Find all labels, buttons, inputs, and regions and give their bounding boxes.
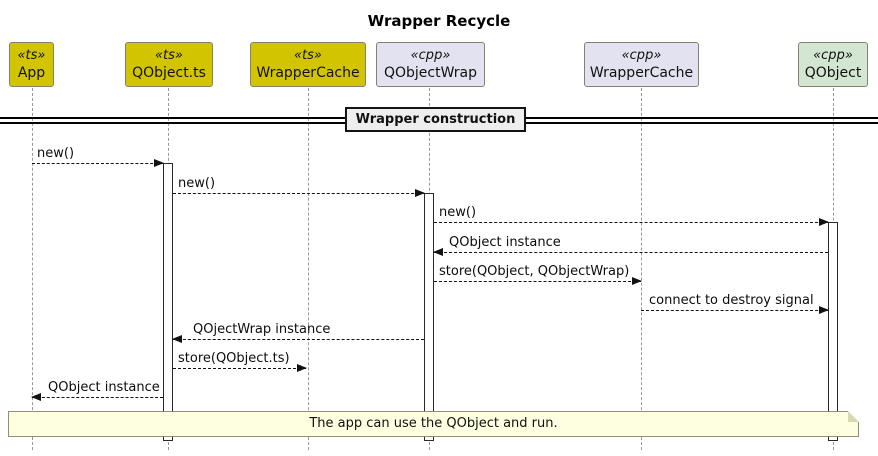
arrowhead-left-icon: [172, 335, 182, 343]
stereotype-label: «cpp»: [621, 47, 662, 63]
participant-name: App: [17, 64, 46, 81]
stereotype-label: «cpp»: [410, 47, 451, 63]
participant-app: «ts» App: [9, 42, 54, 87]
stereotype-label: «ts»: [17, 47, 46, 63]
message-label: QOjectWrap instance: [193, 322, 331, 337]
stereotype-label: «cpp»: [813, 47, 853, 63]
lifeline-wrappercache-ts: [308, 88, 309, 450]
activation-qobjectwrap: [424, 193, 434, 441]
arrowhead-right-icon: [632, 277, 642, 285]
message-connect-destroy-signal: connect to destroy signal: [641, 293, 829, 314]
participant-qobject-cpp: «cpp» QObject: [798, 42, 868, 87]
participant-name: WrapperCache: [256, 64, 360, 81]
participant-name: QObject.ts: [132, 64, 206, 81]
arrowhead-right-icon: [819, 306, 829, 314]
message-label: QObject instance: [48, 380, 160, 395]
participant-name: QObject: [804, 64, 862, 81]
message-label: new(): [439, 205, 477, 220]
message-new-app-to-qobjectts: new(): [32, 146, 164, 167]
participant-name: QObjectWrap: [383, 64, 478, 81]
participant-wrappercache-ts: «ts» WrapperCache: [250, 42, 366, 87]
message-qojectwrap-instance-return: QOjectWrap instance: [172, 322, 424, 343]
stereotype-label: «ts»: [294, 47, 322, 63]
lifeline-app: [32, 88, 33, 450]
message-label: store(QObject.ts): [178, 351, 290, 366]
message-qobject-instance-return: QObject instance: [433, 235, 828, 256]
arrowhead-left-icon: [31, 393, 41, 401]
message-label: new(): [37, 146, 75, 161]
message-store-qobject-qobjectwrap: store(QObject, QObjectWrap): [434, 264, 642, 285]
message-label: new(): [178, 176, 216, 191]
message-label: QObject instance: [449, 235, 561, 250]
arrowhead-right-icon: [297, 364, 307, 372]
note: The app can use the QObject and run.: [8, 411, 859, 437]
arrowhead-right-icon: [154, 159, 164, 167]
participant-qobjectwrap: «cpp» QObjectWrap: [376, 42, 485, 87]
message-new-qobjectwrap-to-qobject: new(): [434, 205, 829, 226]
message-label: connect to destroy signal: [649, 293, 814, 308]
stereotype-label: «ts»: [155, 47, 183, 63]
activation-qobject-cpp: [828, 222, 838, 441]
message-qobject-instance-to-app: QObject instance: [31, 380, 163, 401]
participant-wrappercache-cpp: «cpp» WrapperCache: [584, 42, 699, 87]
participant-name: WrapperCache: [589, 64, 694, 81]
participant-qobject-ts: «ts» QObject.ts: [125, 42, 213, 87]
arrowhead-right-icon: [819, 218, 829, 226]
note-text: The app can use the QObject and run.: [309, 416, 558, 431]
message-new-qobjectts-to-qobjectwrap: new(): [173, 176, 425, 197]
activation-qobject-ts: [163, 163, 173, 441]
diagram-title: Wrapper Recycle: [367, 12, 511, 30]
divider-label: Wrapper construction: [345, 107, 526, 132]
arrowhead-left-icon: [433, 248, 443, 256]
message-store-qobjectts: store(QObject.ts): [173, 351, 307, 372]
lifeline-wrappercache-cpp: [641, 88, 642, 450]
arrowhead-right-icon: [415, 189, 425, 197]
message-label: store(QObject, QObjectWrap): [439, 264, 630, 279]
